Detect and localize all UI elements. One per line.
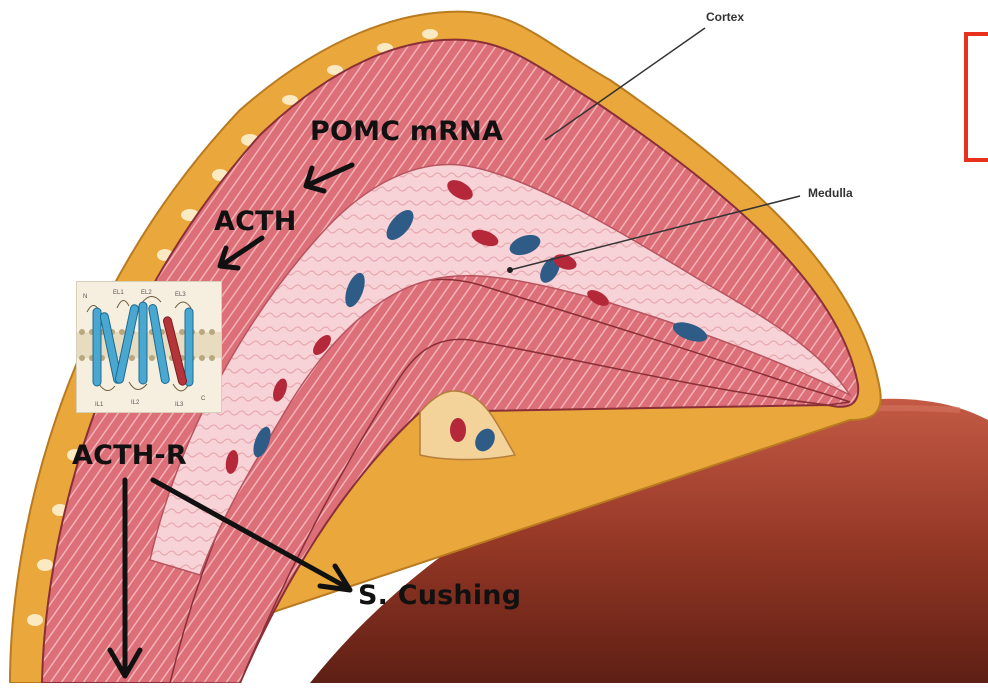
medulla-label: Medulla bbox=[808, 186, 853, 200]
receptor-el1-label: EL1 bbox=[113, 290, 124, 296]
receptor-il2-label: IL2 bbox=[131, 400, 140, 406]
receptor-n-label: N bbox=[83, 294, 87, 300]
receptor-el3-label: EL3 bbox=[175, 292, 186, 298]
acth-r-label: ACTH-R bbox=[72, 440, 187, 471]
pomc-mrna-label: POMC mRNA bbox=[310, 116, 503, 147]
red-frame bbox=[964, 32, 988, 162]
cortex-label: Cortex bbox=[706, 10, 744, 24]
receptor-il1-label: IL1 bbox=[95, 402, 104, 408]
receptor-il3-label: IL3 bbox=[175, 402, 184, 408]
receptor-drawing: N EL1 EL2 EL3 IL1 IL2 IL3 C bbox=[77, 282, 221, 412]
acth-receptor-inset: N EL1 EL2 EL3 IL1 IL2 IL3 C bbox=[76, 281, 222, 413]
cushing-label: S. Cushing bbox=[358, 580, 521, 611]
acth-label: ACTH bbox=[214, 206, 297, 237]
receptor-c-label: C bbox=[201, 396, 206, 402]
vein-red bbox=[450, 418, 466, 442]
receptor-el2-label: EL2 bbox=[141, 290, 152, 296]
